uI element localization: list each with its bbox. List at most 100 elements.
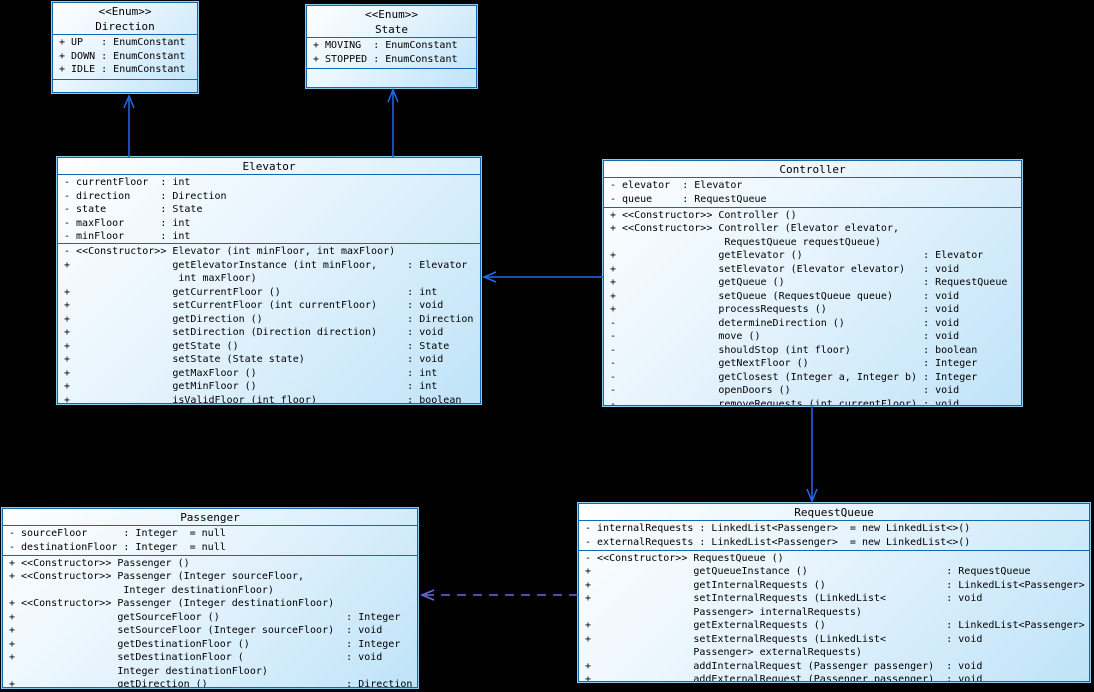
member-row: RequestQueue requestQueue): [610, 236, 881, 248]
class-title-controller: Controller: [604, 161, 1021, 177]
open-arrowhead-icon: [123, 94, 135, 109]
class-title-elevator: Elevator: [58, 158, 480, 174]
member-row: - sourceFloor : Integer = null: [9, 528, 226, 539]
member-row: - minFloor : int: [64, 231, 191, 242]
class-name-label: State: [374, 23, 409, 36]
member-row: - queue : RequestQueue: [610, 193, 767, 205]
stereotype-label: <<Enum>>: [365, 8, 418, 21]
member-row: + MOVING : EnumConstant: [313, 40, 458, 51]
class-box-state[interactable]: <<Enum>> State + MOVING : EnumConstant+ …: [306, 5, 477, 88]
member-row: + getElevator () : Elevator: [610, 250, 984, 262]
member-row: Passenger> externalRequests): [585, 647, 862, 658]
member-row: - getNextFloor () : Integer: [610, 358, 978, 370]
association-elevator-to-state: [387, 88, 399, 157]
member-row: + DOWN : EnumConstant: [59, 50, 186, 62]
member-row: + setState (State state) : void: [64, 354, 444, 365]
member-row: - maxFloor : int: [64, 217, 191, 229]
attributes-compartment: - internalRequests : LinkedList<Passenge…: [579, 520, 1089, 550]
member-row: + getDirection () : Direction: [9, 679, 413, 687]
member-row: - state : State: [64, 204, 203, 215]
open-arrowhead-icon: [420, 589, 435, 601]
member-row: + addExternalRequest (Passenger passenge…: [585, 674, 983, 681]
operations-compartment: + <<Constructor>> Passenger () + <<Constr…: [3, 554, 417, 687]
member-row: Integer destinationFloor): [9, 584, 274, 596]
member-row: + STOPPED : EnumConstant: [313, 53, 458, 65]
attributes-compartment: - elevator : Elevator - queue : RequestQu…: [604, 177, 1021, 207]
class-box-direction[interactable]: <<Enum>> Direction + UP : EnumConstant+ …: [52, 2, 198, 93]
open-arrowhead-icon: [387, 88, 399, 103]
stereotype-label: <<Enum>>: [98, 5, 152, 18]
member-row: + setDestinationFloor ( : void: [9, 652, 383, 664]
member-row: + isValidFloor (int floor) : boolean: [64, 394, 462, 404]
class-name-label: Controller: [779, 163, 846, 176]
member-row: - move () : void: [610, 331, 960, 343]
attributes-compartment: + MOVING : EnumConstant + STOPPED : EnumC…: [307, 37, 476, 68]
member-row: - elevator : Elevator: [610, 180, 743, 191]
association-controller-to-requestqueue: [806, 406, 818, 503]
operations-compartment-empty: [307, 68, 476, 87]
member-row: - currentFloor : int: [64, 177, 191, 188]
class-box-elevator[interactable]: Elevator - currentFloor : int - direction…: [57, 157, 481, 404]
class-title-passenger: Passenger: [3, 509, 417, 525]
member-row: + <<Constructor>> Passenger (Integer sou…: [9, 571, 305, 583]
member-row: - internalRequests : LinkedList<Passenge…: [585, 523, 971, 534]
member-row: + getDestinationFloor () : Integer: [9, 638, 401, 650]
member-row: + setCurrentFloor (int currentFloor) : v…: [64, 300, 444, 311]
member-row: int maxFloor): [64, 273, 257, 284]
member-row: - openDoors () : void: [610, 385, 960, 397]
class-title-direction: <<Enum>> Direction: [53, 3, 197, 34]
member-row: + getQueue () : RequestQueue: [610, 277, 1008, 289]
member-row: - <<Constructor>> RequestQueue (): [585, 552, 784, 564]
class-name-label: Elevator: [242, 160, 296, 173]
attributes-compartment: - currentFloor : int - direction : Direct…: [58, 174, 480, 243]
class-box-passenger[interactable]: Passenger - sourceFloor : Integer = null…: [2, 508, 418, 688]
member-row: + <<Constructor>> Controller (Elevator e…: [610, 223, 899, 235]
operations-compartment: - <<Constructor>> Elevator (int minFloor…: [58, 243, 480, 403]
member-row: + IDLE : EnumConstant: [59, 64, 186, 75]
member-row: + UP : EnumConstant: [59, 37, 186, 48]
member-row: + addInternalRequest (Passenger passenge…: [585, 660, 983, 672]
class-title-state: <<Enum>> State: [307, 6, 476, 37]
open-arrowhead-icon: [806, 488, 818, 503]
member-row: + setDirection (Direction direction) : v…: [64, 327, 444, 338]
open-arrowhead-icon: [482, 271, 497, 283]
member-row: - getClosest (Integer a, Integer b) : In…: [610, 371, 978, 383]
member-row: + getMinFloor () : int: [64, 381, 438, 392]
member-row: + getQueueInstance () : RequestQueue: [585, 566, 1031, 577]
member-row: + <<Constructor>> Passenger (Integer des…: [9, 598, 335, 610]
class-box-controller[interactable]: Controller - elevator : Elevator - queue …: [603, 160, 1022, 406]
operations-compartment: - <<Constructor>> RequestQueue () + getQu…: [579, 549, 1089, 681]
member-row: + <<Constructor>> Controller (): [610, 209, 797, 221]
member-row: + getExternalRequests () : LinkedList<Pa…: [585, 620, 1085, 631]
member-row: + getElevatorInstance (int minFloor, : E…: [64, 259, 468, 271]
member-row: + <<Constructor>> Passenger (): [9, 557, 190, 569]
member-row: - determineDirection () : void: [610, 317, 960, 329]
association-controller-to-elevator: [482, 271, 603, 283]
member-row: + setQueue (RequestQueue queue) : void: [610, 290, 960, 302]
member-row: + setInternalRequests (LinkedList< : voi…: [585, 593, 983, 604]
class-box-requestqueue[interactable]: RequestQueue - internalRequests : Linked…: [578, 503, 1090, 682]
operations-compartment-empty: [53, 78, 197, 93]
class-name-label: Passenger: [180, 511, 240, 524]
member-row: Integer destinationFloor): [9, 665, 268, 677]
association-elevator-to-direction: [123, 94, 135, 157]
dependency-requestqueue-to-passenger: [420, 589, 578, 601]
member-row: + getInternalRequests () : LinkedList<Pa…: [585, 579, 1085, 591]
member-row: + setSourceFloor (Integer sourceFloor) :…: [9, 625, 383, 637]
operations-compartment: + <<Constructor>> Controller () + <<Const…: [604, 206, 1021, 405]
class-title-requestqueue: RequestQueue: [579, 504, 1089, 520]
member-row: + getCurrentFloor () : int: [64, 286, 438, 298]
attributes-compartment: + UP : EnumConstant + DOWN : EnumConstant…: [53, 34, 197, 79]
member-row: + setExternalRequests (LinkedList< : voi…: [585, 633, 983, 645]
member-row: + getDirection () : Direction: [64, 313, 474, 325]
member-row: - direction : Direction: [64, 190, 227, 202]
member-row: - removeRequests (int currentFloor) : vo…: [610, 398, 960, 405]
attributes-compartment: - sourceFloor : Integer = null - destinat…: [3, 525, 417, 555]
member-row: + getState () : State: [64, 340, 450, 352]
member-row: + setElevator (Elevator elevator) : void: [610, 263, 960, 275]
member-row: - destinationFloor : Integer = null: [9, 541, 226, 553]
member-row: Passenger> internalRequests): [585, 606, 862, 618]
class-name-label: Direction: [95, 20, 155, 33]
member-row: + getSourceFloor () : Integer: [9, 611, 401, 623]
member-row: + processRequests () : void: [610, 304, 960, 316]
